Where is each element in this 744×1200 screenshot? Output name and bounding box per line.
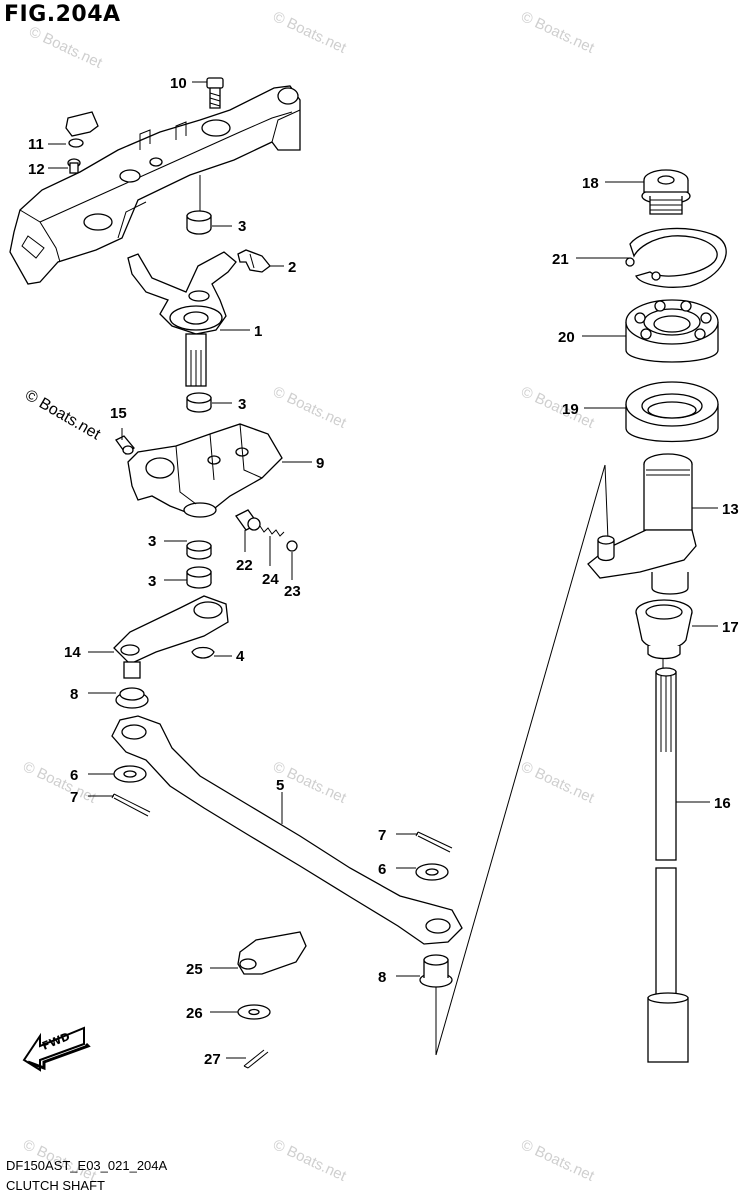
callout-15: 15 <box>110 405 127 422</box>
spring-part-24 <box>259 525 285 537</box>
clip-part-11 <box>65 111 99 148</box>
cam-part-13 <box>587 453 697 595</box>
shaft-part-16 <box>647 667 689 1063</box>
ball-part-23 <box>286 540 298 552</box>
collar-part-8-lower <box>419 954 453 988</box>
callout-1: 1 <box>254 323 262 340</box>
watermark: © Boats.net <box>518 1136 597 1185</box>
callout-20: 20 <box>558 329 575 346</box>
callout-8: 8 <box>378 969 386 986</box>
washer-part-6-left <box>113 765 147 783</box>
collar-part-8-upper <box>115 687 149 709</box>
callout-3: 3 <box>238 396 246 413</box>
bracket-part-25 <box>237 931 307 975</box>
callout-17: 17 <box>722 619 739 636</box>
watermark-dark: © Boats.net <box>22 387 104 444</box>
bushing-part-3-mid <box>186 392 212 413</box>
callout-6: 6 <box>378 861 386 878</box>
bushing-part-3-upper <box>186 210 212 235</box>
fwd-arrow-icon: FWD <box>22 1026 91 1072</box>
callout-3: 3 <box>238 218 246 235</box>
callout-18: 18 <box>582 175 599 192</box>
callout-26: 26 <box>186 1005 203 1022</box>
callout-3: 3 <box>148 573 156 590</box>
callout-10: 10 <box>170 75 187 92</box>
watermark: © Boats.net <box>270 1136 349 1185</box>
fitting-part-15 <box>115 435 135 455</box>
washer-part-26 <box>237 1004 271 1020</box>
detent-part-22 <box>235 509 261 531</box>
callout-7: 7 <box>378 827 386 844</box>
housing-part-9 <box>127 423 283 518</box>
watermark: © Boats.net <box>270 383 349 432</box>
callout-2: 2 <box>288 259 296 276</box>
circlip-part-21 <box>625 227 727 288</box>
callout-9: 9 <box>316 455 324 472</box>
bushing-part-17 <box>635 599 693 660</box>
callout-19: 19 <box>562 401 579 418</box>
callout-14: 14 <box>64 644 81 661</box>
pin-part-27 <box>243 1049 269 1069</box>
link-rod-part-5 <box>111 715 463 945</box>
figure-title: FIG.204A <box>4 2 121 27</box>
callout-27: 27 <box>204 1051 221 1068</box>
callout-25: 25 <box>186 961 203 978</box>
model-code: DF150AST_E03_021_204A <box>6 1158 168 1173</box>
shift-arm-part-1 <box>127 251 237 387</box>
callout-5: 5 <box>276 777 284 794</box>
lever-part-14 <box>113 595 229 679</box>
cotter-pin-part-7-right <box>415 831 453 853</box>
callout-leaders <box>48 81 718 1059</box>
watermark: © Boats.net <box>20 758 99 807</box>
callout-13: 13 <box>722 501 739 518</box>
callout-12: 12 <box>28 161 45 178</box>
callout-23: 23 <box>284 583 301 600</box>
callout-11: 11 <box>28 136 44 153</box>
callout-numbers: 10 11 12 3 2 1 3 15 9 22 24 23 3 3 14 4 … <box>28 75 739 1068</box>
callout-6: 6 <box>70 767 78 784</box>
watermark: © Boats.net <box>26 23 105 72</box>
washer-part-6-right <box>415 863 449 881</box>
callout-4: 4 <box>236 648 245 665</box>
watermark: © Boats.net <box>518 8 597 57</box>
clip-part-2 <box>237 249 271 273</box>
bushing-part-3-lower-a <box>186 540 212 560</box>
watermark: © Boats.net <box>518 758 597 807</box>
callout-3: 3 <box>148 533 156 550</box>
cotter-pin-part-7-left <box>111 793 151 817</box>
seal-part-19 <box>625 381 719 443</box>
callout-8: 8 <box>70 686 78 703</box>
screw-part-12 <box>67 158 81 174</box>
bushing-part-3-lower-b <box>186 566 212 589</box>
bracket-casting <box>9 85 301 285</box>
watermark: © Boats.net <box>270 8 349 57</box>
callout-22: 22 <box>236 557 253 574</box>
callout-7: 7 <box>70 789 78 806</box>
bolt-part-10 <box>206 77 224 109</box>
callout-24: 24 <box>262 571 279 588</box>
callout-21: 21 <box>552 251 569 268</box>
callout-16: 16 <box>714 795 731 812</box>
plug-part-18 <box>641 169 691 215</box>
bearing-part-20 <box>625 299 719 363</box>
figure-name: CLUTCH SHAFT <box>6 1178 105 1193</box>
e-clip-part-4 <box>191 646 215 659</box>
